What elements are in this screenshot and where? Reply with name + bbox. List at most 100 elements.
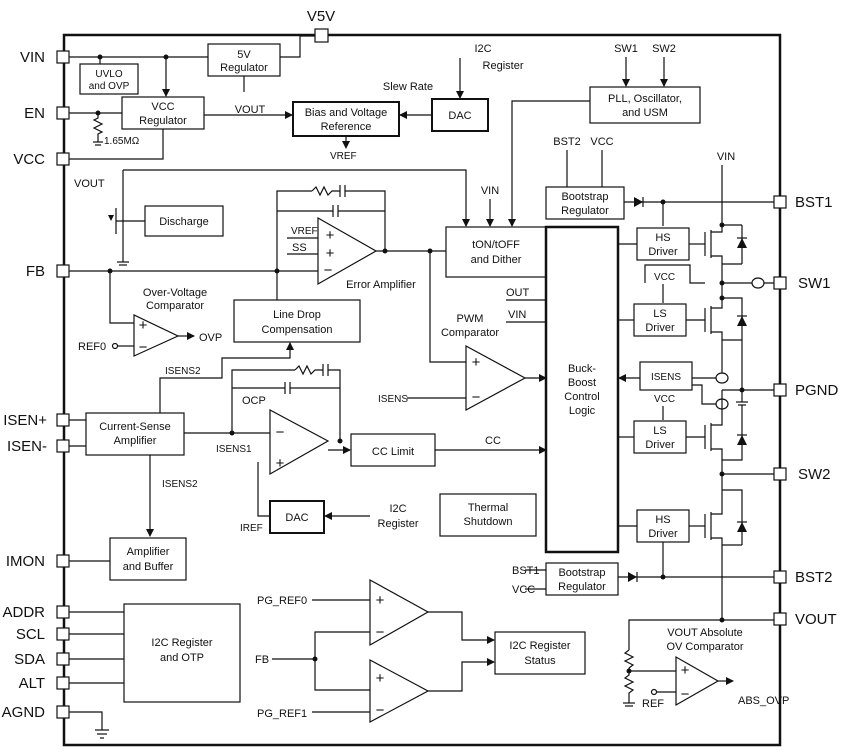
pin-scl-label: SCL <box>16 626 45 643</box>
pin-vout[interactable] <box>773 612 787 626</box>
wire-vout-net <box>123 169 467 226</box>
pin-vin[interactable] <box>56 50 70 64</box>
ctrl-line4: Logic <box>569 405 596 417</box>
i2c-otp-line2: and OTP <box>160 652 204 664</box>
uvlo-line2: and OVP <box>89 81 130 92</box>
hs2-line1: HS <box>655 514 670 526</box>
hs1-line1: HS <box>655 232 670 244</box>
pg2-plus: + <box>376 670 385 687</box>
out-label: OUT <box>506 287 530 299</box>
boot1-box <box>545 186 625 220</box>
arrow-cc <box>343 446 351 454</box>
pin-sw2-label: SW2 <box>798 466 831 483</box>
diode-ls2-wire <box>722 405 743 461</box>
arrow-dac-bot <box>324 512 332 520</box>
ea-plus-a: + <box>326 227 335 244</box>
dac-top-label: DAC <box>448 110 471 122</box>
pll-line1: PLL, Oscillator, <box>608 93 682 105</box>
node-ocp-out <box>337 438 343 444</box>
arrow-pll-2 <box>660 79 668 87</box>
i2c-top-line1: I2C <box>474 43 491 55</box>
pin-isen-p[interactable] <box>56 413 70 427</box>
pin-imon-label: IMON <box>6 553 45 570</box>
boot1-line1: Bootstrap <box>561 191 608 203</box>
res-label: 1.65MΩ <box>104 136 140 147</box>
abs-comp-line1: VOUT Absolute <box>667 627 743 639</box>
ls2-line2: Driver <box>645 439 675 451</box>
ton-line1: tON/tOFF <box>472 239 520 251</box>
pin-sw1-label: SW1 <box>798 275 831 292</box>
hs2-box <box>636 509 690 543</box>
i2c-top-line2: Register <box>483 60 524 72</box>
csa-box <box>85 412 185 456</box>
pin-vcc[interactable] <box>56 152 70 166</box>
fb-pg-label: FB <box>255 654 269 666</box>
pin-fb[interactable] <box>56 264 70 278</box>
dac-bot-box <box>269 500 325 534</box>
pin-bst2-label: BST2 <box>795 569 833 586</box>
boot2-line2: Regulator <box>558 581 606 593</box>
pin-scl[interactable] <box>56 627 70 641</box>
wire-ocp-out <box>328 369 341 441</box>
pin-bst2[interactable] <box>773 570 787 584</box>
hs1-line2: Driver <box>648 246 678 258</box>
arrow-vout-ton <box>462 219 470 227</box>
pg2-minus: − <box>376 702 385 719</box>
pin-agnd[interactable] <box>56 705 70 719</box>
boot1-line2: Regulator <box>561 205 609 217</box>
isens1-label: ISENS1 <box>216 444 252 455</box>
ocp-plus: + <box>276 455 285 472</box>
wire-isens2-linedrop <box>159 343 291 413</box>
node-div <box>626 668 632 674</box>
pg1-plus: + <box>376 592 385 609</box>
bst2-top-label: BST2 <box>553 136 581 148</box>
left-pins: VIN EN VCC FB ISEN+ ISEN- IMON ADDR SCL … <box>2 49 70 721</box>
arrow-status-1 <box>487 636 495 644</box>
pin-pgnd[interactable] <box>773 383 787 397</box>
pg-ref0-label: PG_REF0 <box>257 595 307 607</box>
ton-line2: and Dither <box>471 254 522 266</box>
ovp-label: OVP <box>199 332 222 344</box>
pin-v5v[interactable] <box>314 28 329 43</box>
pin-addr[interactable] <box>56 605 70 619</box>
i2c-otp-line1: I2C Register <box>151 637 212 649</box>
ovp-comp-line1: Over-Voltage <box>143 287 207 299</box>
pin-bst1-label: BST1 <box>795 194 833 211</box>
pin-isen-n-label: ISEN- <box>7 438 47 455</box>
wire-5v-v5v <box>280 35 315 58</box>
pwm-line2: Comparator <box>441 327 499 339</box>
pin-bst1[interactable] <box>773 195 787 209</box>
pin-sda[interactable] <box>56 652 70 666</box>
vin-right-label: VIN <box>717 151 735 163</box>
bias-line2: Reference <box>321 121 372 133</box>
arrow-linedrop <box>286 342 294 350</box>
boot2-line1: Bootstrap <box>558 567 605 579</box>
dac-bot-label: DAC <box>285 512 308 524</box>
bst1-bot-label: BST1 <box>512 565 540 577</box>
pin-sw1[interactable] <box>773 276 787 290</box>
line-drop-box <box>233 299 361 343</box>
cc-limit-label: CC Limit <box>372 446 414 458</box>
i2c-otp-box <box>123 603 241 703</box>
sw1-in-label: SW1 <box>614 43 638 55</box>
pin-imon[interactable] <box>56 554 70 568</box>
mosfet-hs1-drain <box>711 225 723 233</box>
reg-5v-line1: 5V <box>237 49 251 61</box>
pin-isen-p-label: ISEN+ <box>3 412 47 429</box>
res-ocp <box>294 364 323 376</box>
wire-isens-b <box>692 384 722 405</box>
pin-en[interactable] <box>56 106 70 120</box>
pin-isen-n[interactable] <box>56 439 70 453</box>
slew-rate-label: Slew Rate <box>383 81 433 93</box>
pin-en-label: EN <box>24 105 45 122</box>
diode-hs2-wire <box>722 489 743 545</box>
iref-label: IREF <box>240 523 263 534</box>
line-drop-line2: Compensation <box>262 324 333 336</box>
pin-sw2[interactable] <box>773 467 787 481</box>
wire-vcc <box>69 129 164 160</box>
pin-alt[interactable] <box>56 676 70 690</box>
wire-pg2-status <box>428 661 494 692</box>
sw2-in-label: SW2 <box>652 43 676 55</box>
wire-pg1-status <box>428 611 494 641</box>
